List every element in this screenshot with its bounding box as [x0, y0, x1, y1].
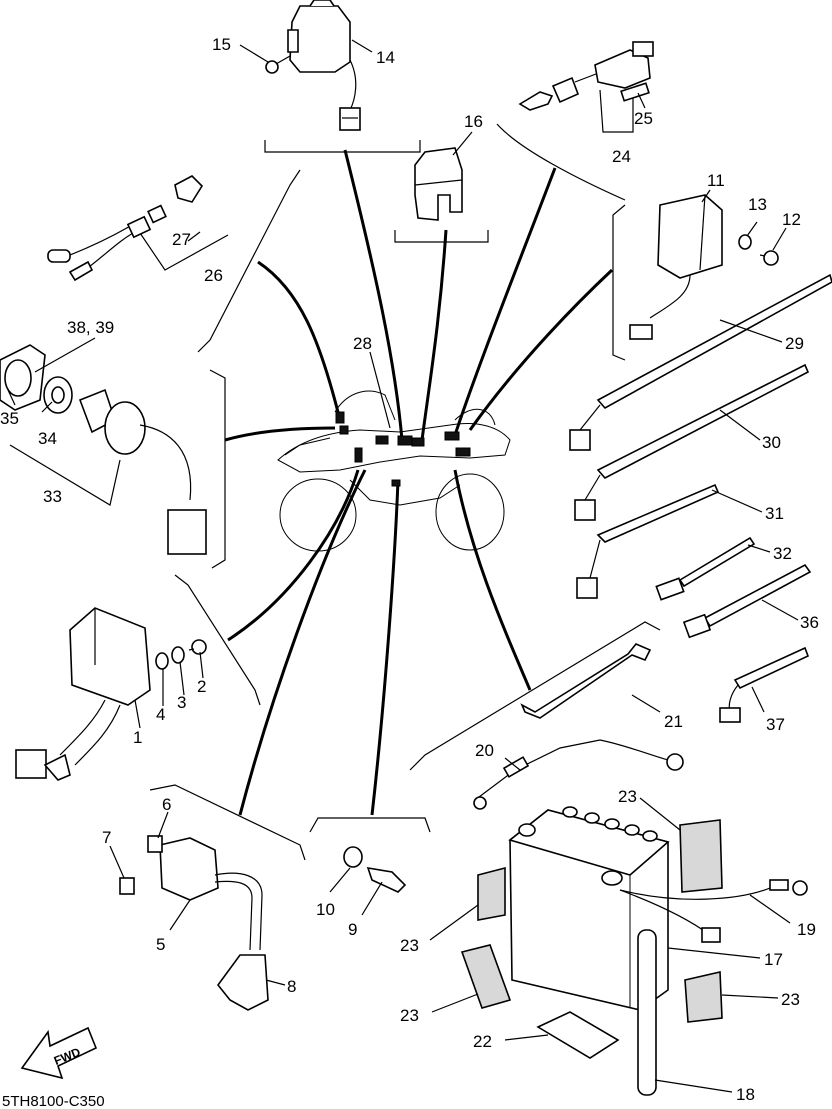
callout-labels: 15 14 16 25 24 11 13 12 27 26 38, 39 28 …: [0, 35, 819, 1104]
callout-19: 19: [797, 920, 816, 939]
callout-7: 7: [102, 828, 111, 847]
cover-part-16: [414, 147, 463, 221]
callout-5: 5: [156, 935, 165, 954]
fuse-holder-part-24: [518, 41, 654, 111]
callout-32: 32: [773, 544, 792, 563]
callout-31: 31: [765, 504, 784, 523]
callout-36: 36: [800, 613, 819, 632]
fwd-arrow: FWD: [20, 1026, 98, 1080]
callout-10: 10: [316, 900, 335, 919]
leader-lines: [7, 39, 799, 1093]
battery-part-17: [508, 806, 670, 1011]
vehicle-outline: [277, 390, 511, 552]
callout-21: 21: [664, 712, 683, 731]
bolt-part-7: [119, 877, 135, 895]
bolt-part-6: [147, 835, 163, 853]
plug-cap-part-8: [216, 954, 269, 1011]
callout-6: 6: [162, 795, 171, 814]
callout-17: 17: [764, 950, 783, 969]
callout-25: 25: [634, 109, 653, 128]
callout-11: 11: [707, 171, 725, 190]
cable-part-31: [576, 483, 720, 599]
ignition-coil-part-5: [159, 837, 263, 951]
callout-23-c: 23: [781, 990, 800, 1009]
callout-1: 1: [133, 728, 142, 747]
callout-20: 20: [475, 741, 494, 760]
rectifier-part-11: [629, 194, 723, 340]
callout-14: 14: [376, 48, 395, 67]
cable-part-19: [619, 879, 808, 900]
washer-part-13: [738, 234, 752, 250]
callout-18: 18: [736, 1085, 755, 1104]
callout-4: 4: [156, 705, 165, 724]
callout-33: 33: [43, 487, 62, 506]
cdi-unit-part-1: [15, 607, 151, 781]
harness-lines: [224, 149, 614, 816]
cable-part-29: [569, 273, 832, 451]
callout-26: 26: [204, 266, 223, 285]
cable-tie-part-32: [655, 536, 756, 601]
callout-38-39: 38, 39: [67, 318, 114, 337]
bolt-part-2: [188, 639, 207, 655]
fuse-part-25: [620, 82, 650, 102]
callout-22: 22: [473, 1032, 492, 1051]
main-switch-part-33: [0, 344, 207, 555]
callout-35: 35: [0, 409, 19, 428]
callout-30: 30: [762, 433, 781, 452]
callout-3: 3: [177, 693, 186, 712]
cable-part-30: [574, 363, 810, 521]
switch-part-9: [366, 866, 407, 893]
callout-28: 28: [353, 334, 372, 353]
callout-9: 9: [348, 920, 357, 939]
callout-29: 29: [785, 334, 804, 353]
callout-23-b: 23: [400, 936, 419, 955]
washer-part-4: [155, 652, 169, 670]
callout-15: 15: [212, 35, 231, 54]
callout-13: 13: [748, 195, 767, 214]
starter-relay-part-14: [287, 0, 361, 131]
bolt-part-12: [759, 250, 779, 266]
seat-pad-part-22: [536, 1011, 620, 1059]
callout-2: 2: [197, 677, 206, 696]
bolt-part-15: [265, 55, 291, 74]
callout-34: 34: [38, 429, 57, 448]
washer-part-3: [171, 646, 185, 664]
callout-16: 16: [464, 112, 483, 131]
battery-lead-part-21: [520, 643, 652, 719]
battery-lead-part-20: [473, 739, 684, 810]
callout-24: 24: [612, 147, 631, 166]
callout-23-a: 23: [618, 787, 637, 806]
callout-8: 8: [287, 977, 296, 996]
bracket-lines: [9, 89, 661, 861]
sensor-part-26: [47, 175, 204, 282]
breather-hose-part-18: [619, 889, 721, 1096]
callout-23-d: 23: [400, 1006, 419, 1025]
callout-27: 27: [172, 230, 191, 249]
clamp-part-37: [719, 646, 810, 723]
washer-part-10: [343, 846, 363, 868]
diagram-code: 5TH8100-C350: [2, 1093, 105, 1109]
callout-12: 12: [782, 210, 801, 229]
cable-tie-part-36: [682, 563, 812, 639]
callout-37: 37: [766, 715, 785, 734]
pads-part-23: [460, 819, 723, 1023]
